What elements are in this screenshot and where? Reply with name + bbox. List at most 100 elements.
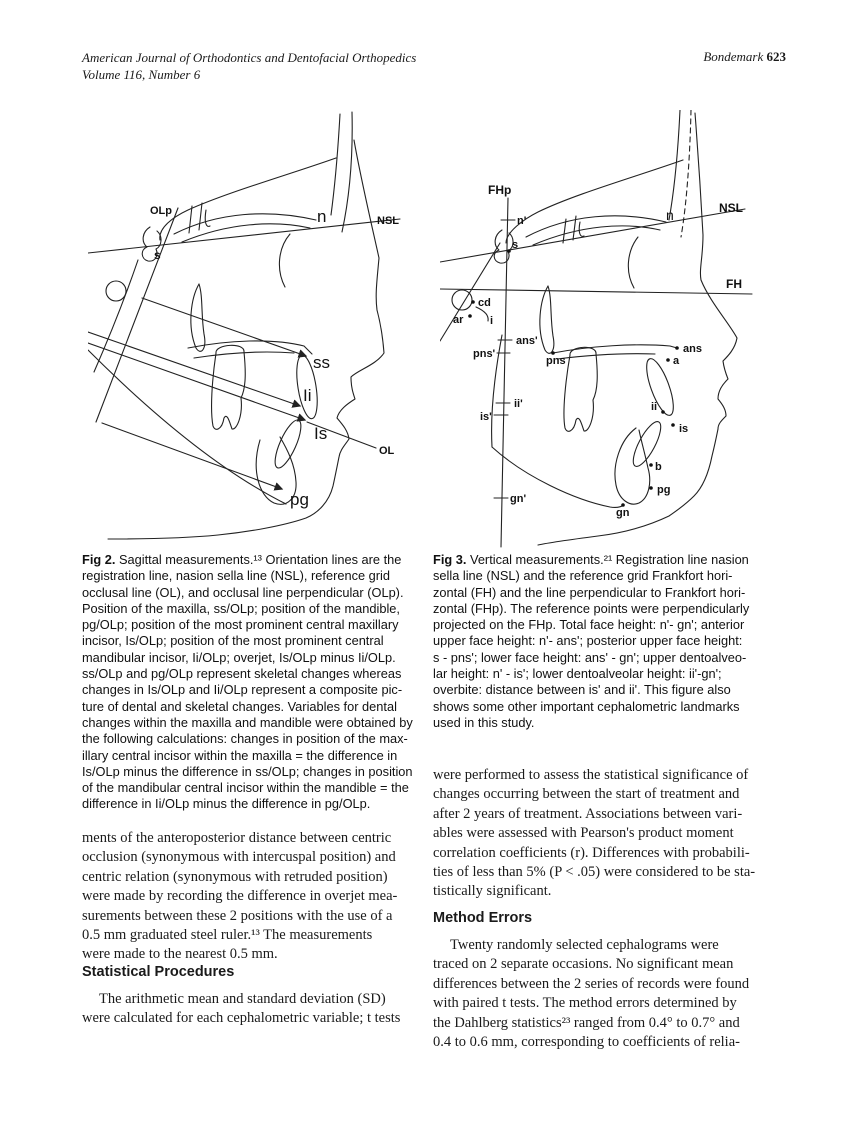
fig3-label-ans: ans [683,343,702,355]
fig3-mandibular-incisor [632,421,662,467]
fig3-calvaria-inner [668,110,681,221]
running-head-right: Bondemark 623 [703,49,786,65]
text-line: correlation coefficients (r). Difference… [433,844,750,861]
text-line: were calculated for each cephalometric v… [82,1010,401,1027]
fig3-caption: Fig 3. Vertical measurements.²¹ Registra… [433,552,785,731]
fig3-caption-body: sella line (NSL) and the reference grid … [433,568,785,731]
fig3-fhp-line [500,197,509,548]
fig2-arrow-is [88,342,307,422]
fig2-cranial-base [159,157,337,241]
fig2-grid-circle [105,280,127,302]
text-line: surements between these 2 positions with… [82,907,393,924]
heading-statistical-procedures: Statistical Procedures [82,964,235,980]
text-line: shows some other important cephalometric… [433,698,740,714]
text-line: changes within the maxilla and mandible … [82,714,413,730]
text-line: with paired t tests. The method errors d… [433,995,737,1012]
fig3-orbital-curve [627,236,639,289]
fig3-symphysis [614,427,651,505]
text-line: ties of less than 5% (P < .05) were cons… [433,864,756,881]
fig3-dot-pg [649,486,653,490]
text-line: Position of the maxilla, ss/OLp; positio… [82,600,400,616]
text-line: were performed to assess the statistical… [433,767,749,783]
fig2-hash-marks [188,202,211,234]
text-line: the following calculations: changes in p… [82,731,408,747]
text-line: ables were assessed with Pearson's produ… [433,825,734,842]
fig2-label-olp: OLp [150,205,172,217]
fig3-dot-a [666,358,670,362]
fig2-orbital-curve [278,233,291,288]
text-line: zontal (FHp). The reference points were … [433,600,750,616]
fig2-arrow-ii [88,331,302,408]
fig2-arrow-ss [141,297,308,358]
fig2-caption-first-line: Fig 2. Sagittal measurements.¹³ Orientat… [82,552,426,568]
text-line: the Dahlberg statistics²³ ranged from 0.… [433,1014,740,1031]
fig3-hash-marks [562,215,585,244]
fig3-nsl-line [440,208,746,263]
text-line: s - pns'; lower face height: ans' - gn';… [433,649,747,665]
fig3-maxilla-line-1 [552,344,678,354]
fig3-mandible-border [491,446,625,508]
fig3-label-ii: ii [651,401,657,413]
fig3-ramus-anterior [491,334,503,448]
fig3-molar-tooth [563,346,598,432]
text-line: 0.5 mm graduated steel ruler.¹³ The meas… [82,927,373,944]
fig3-label-ii-prime: ii' [514,398,523,410]
fig3-nasal-curve-1 [525,215,667,238]
figure-2-cephalometric-tracing: OLp n NSL s ss Ii Is OL pg [88,111,401,540]
fig2-maxilla-line-1 [187,340,313,355]
fig2-caption-label: Fig 2. [82,552,116,567]
fig3-label-n-prime: n' [517,215,527,227]
fig2-label-n: n [317,207,326,226]
fig2-label-is: Is [314,424,327,443]
fig3-fhp-ticks [493,219,516,499]
text-line: occlusion (synonymous with intercuspal p… [82,849,396,866]
fig2-profile [107,139,385,540]
left-column-paragraph-2: The arithmetic mean and standard deviati… [82,990,422,1029]
fig3-maxilla-line-2 [556,353,656,360]
fig2-symphysis [255,436,297,505]
right-column-paragraph-1: were performed to assess the statistical… [433,766,788,902]
fig3-caption-first-rest: Vertical measurements.²¹ Registration li… [469,552,749,567]
fig3-dot-is [671,423,675,427]
fig2-label-nsl: NSL [377,215,399,227]
fig3-label-ar: ar [453,314,464,326]
fig3-dot-ans [675,346,679,350]
fig3-label-pns: pns [546,355,566,367]
fig2-label-pg: pg [290,490,309,509]
fig2-arrow-pg [101,422,284,491]
text-line: lar height: n' - is'; lower dentoalveola… [433,666,722,682]
fig2-caption: Fig 2. Sagittal measurements.¹³ Orientat… [82,552,426,813]
fig3-ramus-posterior [440,242,501,342]
text-line: zontal (FH) and the line perpendicular t… [433,584,746,600]
text-line: upper face height: n'- ans'; posterior u… [433,633,743,649]
text-line: sella line (NSL) and the reference grid … [433,568,733,584]
right-column-paragraph-2: Twenty randomly selected cephalograms we… [433,936,788,1052]
fig3-caption-first-line: Fig 3. Vertical measurements.²¹ Registra… [433,552,785,568]
fig3-label-gn-prime: gn' [510,493,526,505]
journal-volume: Volume 116, Number 6 [82,67,201,82]
fig2-label-s: s [154,248,161,262]
fig2-maxilla-line-2 [193,351,295,359]
fig3-label-is: is [679,423,688,435]
fig3-label-gn: gn [616,507,630,519]
fig2-calvaria-outer [341,111,353,233]
text-line: tistically significant. [433,883,552,900]
fig2-caption-body: registration line, nasion sella line (NS… [82,568,426,812]
fig3-label-nsl: NSL [719,201,743,215]
heading-method-errors: Method Errors [433,910,533,926]
fig3-label-cd: cd [478,297,491,309]
fig3-cd-to-i-arc [475,306,489,322]
fig3-dot-ii [661,410,665,414]
fig3-label-s: s [512,239,518,251]
text-line: Is/OLp minus the difference in ss/OLp; c… [82,763,413,779]
fig3-dot-s [507,249,511,253]
text-line: ments of the anteroposterior distance be… [82,830,392,846]
fig3-label-n: n [666,207,674,223]
text-line: were made by recording the difference in… [82,888,398,905]
text-line: changes occurring between the start of t… [433,786,740,803]
author-name: Bondemark [703,49,764,64]
fig3-dot-b [649,463,653,467]
running-head-left: American Journal of Orthodontics and Den… [82,49,416,83]
fig3-label-pns-prime: pns' [473,348,496,360]
